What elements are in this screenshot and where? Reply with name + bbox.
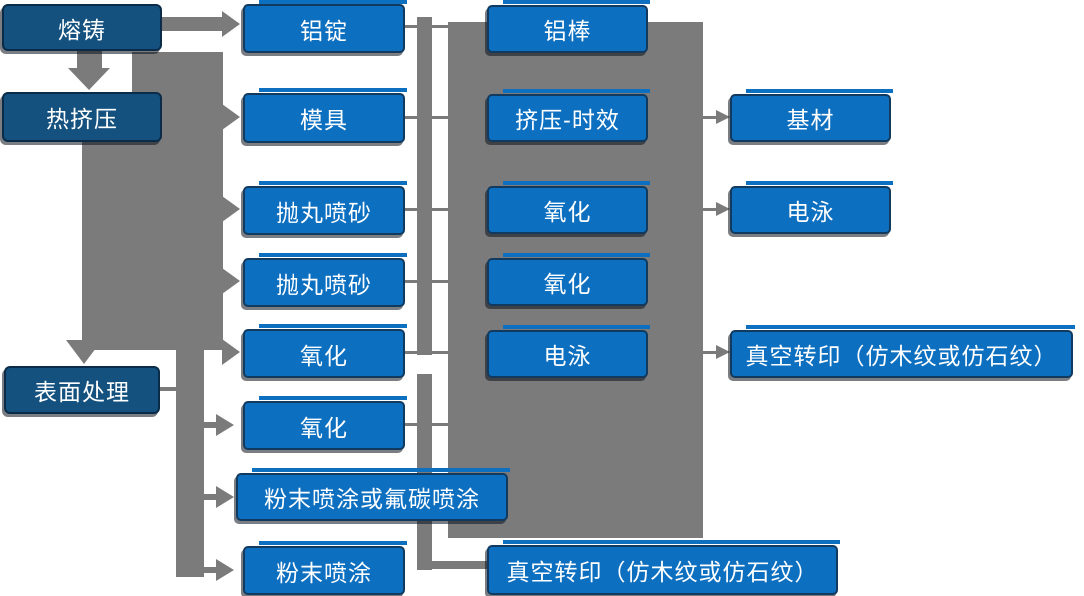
connector-mid-bar-upper: [417, 17, 432, 355]
node-oxidation-2-label: 氧化: [300, 414, 348, 441]
node-shot-blasting-sandblasting-1-strip: [259, 181, 407, 185]
node-oxidation-1-label: 氧化: [300, 342, 348, 369]
arrowhead-to-electro2: [716, 201, 730, 216]
arrowhead-to-hot-extrusion: [68, 68, 110, 90]
arrowhead-to-powder-fluoro: [216, 486, 234, 508]
node-mold-label: 模具: [300, 107, 348, 133]
arrowhead-to-mold: [222, 104, 240, 130]
node-oxidation-1: 氧化: [243, 329, 405, 378]
arrowhead-to-blast1: [222, 196, 240, 222]
node-oxidation-3-label: 氧化: [543, 199, 592, 225]
connector-bottom-link: [432, 561, 487, 569]
connector-stub-left-oxide2: [405, 423, 417, 426]
node-shot-blasting-sandblasting-2: 抛丸喷砂: [243, 258, 405, 307]
connector-down-stem-1: [77, 50, 102, 69]
node-base-material-label: 基材: [786, 107, 835, 133]
node-surface-treatment-label: 表面处理: [34, 379, 130, 405]
node-oxidation-4-strip: [503, 253, 650, 257]
arrowhead-to-oxide2: [216, 414, 234, 436]
connector-line-electro2: [703, 208, 717, 211]
node-shot-blasting-sandblasting-1: 抛丸喷砂: [243, 186, 405, 235]
node-aluminum-ingot-label: 铝锭: [300, 17, 348, 44]
node-extrusion-aging: 挤压-时效: [487, 94, 648, 142]
node-vacuum-transfer-print-2-label: 真空转印（仿木纹或仿石纹）: [745, 343, 1058, 369]
node-oxidation-2: 氧化: [243, 401, 405, 450]
node-mold-strip: [259, 88, 407, 92]
arrowhead-to-aluminum-ingot: [222, 11, 240, 37]
node-shot-blasting-sandblasting-2-strip: [259, 253, 407, 257]
node-electrophoresis-1-strip: [503, 325, 650, 329]
connector-stub-left-blast2: [405, 280, 417, 283]
connector-stem-powder-fluoro: [204, 494, 216, 500]
node-melting-casting: 熔铸: [2, 4, 162, 51]
node-electrophoresis-2: 电泳: [730, 186, 891, 234]
node-mold: 模具: [243, 93, 405, 143]
node-powder-or-fluorocarbon-coating-strip: [252, 468, 510, 472]
node-vacuum-transfer-print-1-strip: [503, 540, 840, 544]
connector-stub-left-blast1: [405, 208, 417, 211]
node-vacuum-transfer-print-2: 真空转印（仿木纹或仿石纹）: [730, 330, 1073, 378]
connector-bridge-blast2: [432, 280, 448, 283]
node-oxidation-1-strip: [259, 324, 407, 328]
arrowhead-to-blast2: [222, 268, 240, 294]
connector-bridge-blast1: [432, 208, 448, 211]
node-powder-or-fluorocarbon-coating-label: 粉末喷涂或氟碳喷涂: [264, 486, 480, 512]
node-powder-coating-label: 粉末喷涂: [276, 559, 372, 586]
node-vacuum-transfer-print-1: 真空转印（仿木纹或仿石纹）: [487, 545, 838, 595]
connector-stub-left-oxide1: [405, 351, 417, 354]
connector-line-base-material: [703, 116, 717, 119]
node-aluminum-ingot-strip: [259, 0, 407, 4]
node-electrophoresis-1-label: 电泳: [543, 343, 592, 369]
node-hot-extrusion: 热挤压: [2, 92, 162, 142]
node-powder-or-fluorocarbon-coating: 粉末喷涂或氟碳喷涂: [236, 473, 508, 521]
connector-line-vacuum2: [703, 351, 717, 354]
node-vacuum-transfer-print-1-label: 真空转印（仿木纹或仿石纹）: [506, 559, 819, 585]
node-extrusion-aging-label: 挤压-时效: [515, 107, 620, 133]
node-electrophoresis-2-label: 电泳: [786, 199, 835, 225]
node-powder-coating: 粉末喷涂: [243, 546, 405, 595]
node-electrophoresis-2-strip: [746, 181, 893, 185]
node-oxidation-4: 氧化: [487, 258, 648, 306]
node-shot-blasting-sandblasting-1-label: 抛丸喷砂: [276, 199, 372, 226]
arrowhead-to-surface-treatment: [66, 340, 102, 364]
node-vacuum-transfer-print-2-strip: [746, 325, 1075, 329]
node-aluminum-rod-strip: [503, 0, 650, 4]
connector-bridge-oxide2: [432, 423, 448, 426]
node-shot-blasting-sandblasting-2-label: 抛丸喷砂: [276, 271, 372, 298]
connector-stem-oxide2: [204, 422, 216, 428]
node-base-material-strip: [746, 89, 893, 93]
connector-bridge-mold: [432, 116, 448, 119]
node-base-material: 基材: [730, 94, 891, 142]
arrowhead-to-powder: [216, 559, 234, 581]
connector-stem-powder: [204, 567, 216, 573]
connector-stub-left-ingot: [405, 25, 417, 28]
node-oxidation-4-label: 氧化: [543, 271, 592, 297]
node-surface-treatment: 表面处理: [4, 366, 160, 414]
node-extrusion-aging-strip: [503, 89, 650, 93]
connector-mid-bar-lower: [417, 374, 432, 570]
arrowhead-to-oxide1: [222, 339, 240, 365]
connector-stub-left-mold: [405, 116, 417, 119]
connector-surface-link: [160, 387, 176, 391]
connector-left-block-main: [82, 140, 223, 350]
node-aluminum-rod-label: 铝棒: [543, 18, 592, 44]
node-melting-casting-label: 熔铸: [58, 16, 106, 43]
node-aluminum-ingot: 铝锭: [243, 4, 405, 53]
node-electrophoresis-1: 电泳: [487, 330, 648, 378]
node-powder-coating-strip: [259, 541, 407, 545]
connector-left-bar-lower: [176, 349, 204, 577]
node-oxidation-2-strip: [259, 396, 407, 400]
arrowhead-to-vacuum2: [716, 344, 730, 359]
node-hot-extrusion-label: 热挤压: [46, 106, 118, 132]
connector-bridge-ingot: [432, 25, 448, 28]
node-aluminum-rod: 铝棒: [487, 5, 648, 53]
node-oxidation-3-strip: [503, 181, 650, 185]
node-oxidation-3: 氧化: [487, 186, 648, 234]
connector-bridge-oxide1: [432, 351, 448, 354]
arrowhead-to-base-material: [716, 109, 730, 124]
connector-top-band: [150, 17, 222, 31]
